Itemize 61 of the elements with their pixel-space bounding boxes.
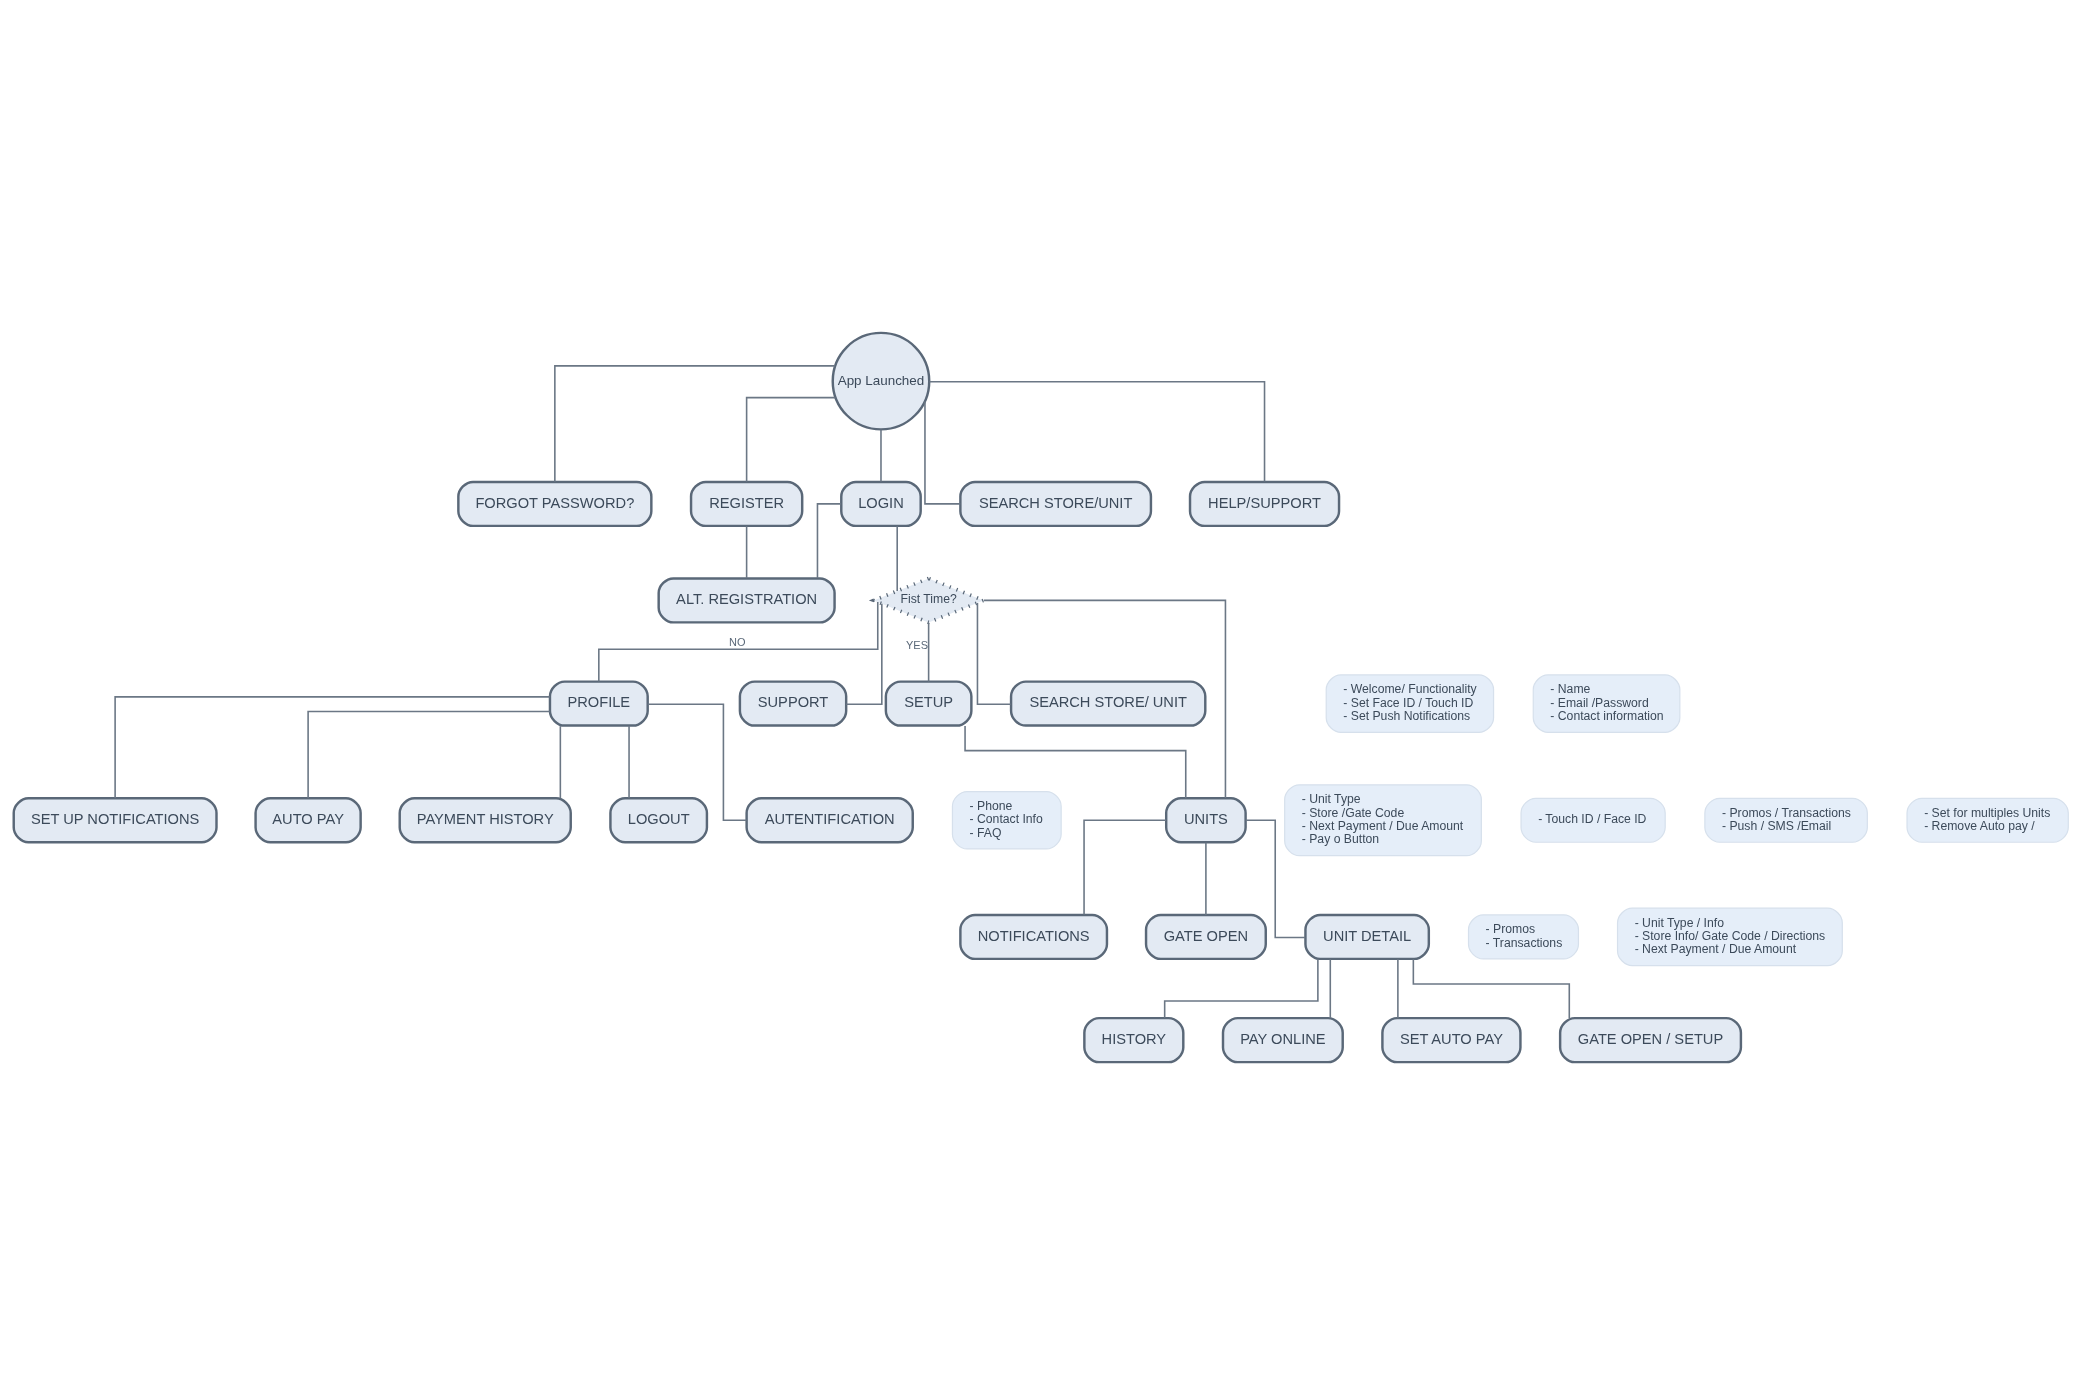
connector — [1329, 958, 1332, 1019]
node-box: SEARCH STORE/ UNIT — [1009, 679, 1207, 727]
connector — [964, 724, 1187, 799]
node-box: AUTO PAY — [254, 796, 362, 843]
node-box: - Promos - Transactions — [1467, 913, 1580, 959]
connector — [1245, 818, 1307, 938]
connector — [1163, 957, 1319, 1019]
node-box: - Set for multiples Units - Remove Auto pay / — [1906, 797, 2069, 843]
connector — [559, 724, 562, 799]
connector — [745, 524, 748, 579]
node-box: PAYMENT HISTORY — [398, 796, 572, 843]
node-box: LOGOUT — [609, 796, 709, 843]
node-box: SETUP — [884, 679, 973, 727]
connector — [1412, 958, 1571, 1019]
node-box: SUPPORT — [738, 679, 848, 727]
connector — [554, 364, 836, 482]
node-box: - Promos / Transactions - Push / SMS /Email — [1704, 797, 1868, 843]
node-box: SET UP NOTIFICATIONS — [12, 796, 218, 843]
connector — [745, 396, 837, 483]
connector — [114, 695, 551, 799]
node-box: - Unit Type - Store /Gate Code - Next Payment / Due Amount - Pay o Button — [1284, 783, 1482, 856]
connector — [924, 400, 962, 505]
node-box: - Phone - Contact Info - FAQ — [951, 790, 1062, 850]
node-box: GATE OPEN — [1144, 913, 1267, 960]
node-box: HISTORY — [1083, 1016, 1185, 1063]
node-box: ALT. REGISTRATION — [657, 576, 836, 624]
connector — [646, 702, 748, 821]
connector — [307, 710, 551, 799]
node-box: REGISTER — [689, 480, 804, 527]
connector — [880, 428, 882, 482]
edge-label: NO — [729, 635, 746, 648]
node-box: SET AUTO PAY — [1381, 1016, 1522, 1063]
connector — [928, 380, 1266, 482]
connector — [982, 599, 1227, 799]
node-box: HELP/SUPPORT — [1188, 480, 1341, 527]
connector — [1397, 958, 1399, 1019]
connector — [976, 601, 1012, 705]
node-box: PAY ONLINE — [1221, 1016, 1344, 1063]
node-box: NOTIFICATIONS — [959, 913, 1109, 960]
connector — [598, 600, 879, 682]
connector — [927, 621, 930, 682]
node-box: SEARCH STORE/UNIT — [959, 480, 1153, 527]
connector — [845, 602, 883, 705]
node-circle: App Launched — [831, 331, 931, 431]
node-box: FORGOT PASSWORD? — [457, 480, 653, 527]
node-box: LOGIN — [840, 480, 922, 527]
node-box: - Unit Type / Info - Store Info/ Gate Code / Directions - Next Payment / Due Amount — [1616, 907, 1843, 966]
connector — [1205, 841, 1207, 916]
node-box: GATE OPEN / SETUP — [1558, 1016, 1743, 1063]
edge-label: YES — [906, 638, 929, 651]
node-box: - Welcome/ Functionality - Set Face ID / Touch ID - Set Push Notifications — [1325, 673, 1495, 733]
connector — [1083, 818, 1167, 915]
node-box: UNITS — [1165, 796, 1247, 843]
connector — [628, 724, 630, 799]
node-box: AUTENTIFICATION — [745, 796, 914, 843]
connector — [816, 502, 842, 579]
node-box: - Touch ID / Face ID — [1520, 797, 1666, 843]
node-box: PROFILE — [548, 679, 649, 727]
connector — [896, 524, 898, 592]
node-box: - Name - Email /Password - Contact information — [1532, 673, 1681, 733]
node-box: UNIT DETAIL — [1304, 913, 1431, 960]
